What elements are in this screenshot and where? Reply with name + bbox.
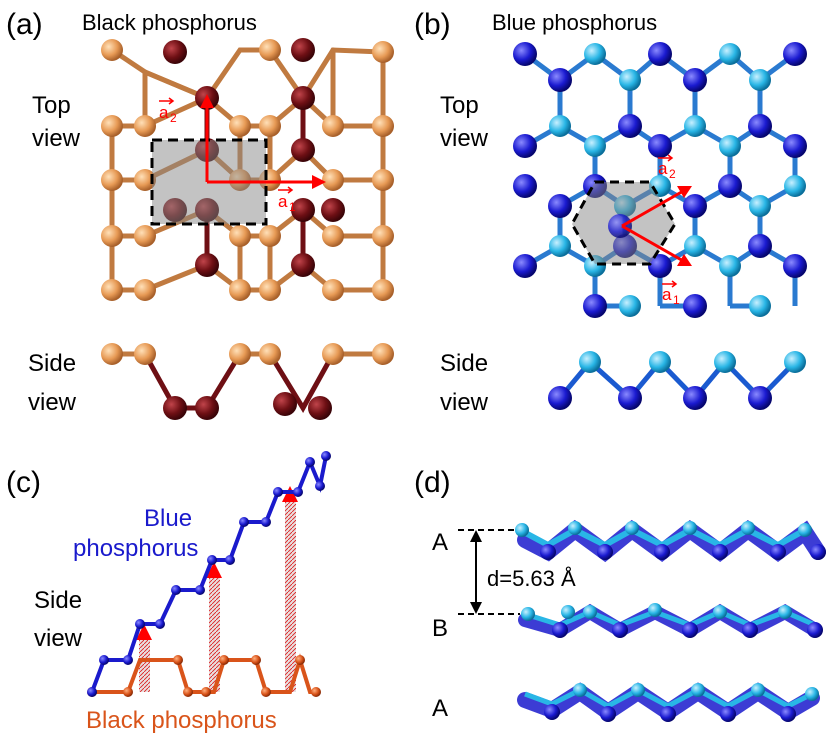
blue-p-label-2: phosphorus bbox=[73, 535, 198, 562]
panel-c-chains bbox=[87, 451, 331, 697]
panel-b-top-view-1: Top bbox=[440, 92, 479, 119]
a2-sub: 2 bbox=[170, 111, 177, 125]
b-a1-label: a bbox=[662, 285, 672, 304]
layer-label-b: B bbox=[432, 615, 448, 642]
layer-label-a-bottom: A bbox=[432, 695, 448, 722]
black-p-lattice-vectors bbox=[200, 94, 326, 189]
panel-a-top-view-2: view bbox=[32, 125, 81, 152]
a2-label: a bbox=[159, 103, 169, 122]
blue-p-label-1: Blue bbox=[144, 505, 192, 532]
shift-bar-2 bbox=[209, 574, 220, 692]
a1-sub: 1 bbox=[289, 200, 296, 214]
layer-label-a-top: A bbox=[432, 529, 448, 556]
blue-p-atoms-light bbox=[549, 43, 806, 317]
a1-label: a bbox=[278, 192, 288, 211]
black-p-label: Black phosphorus bbox=[86, 707, 277, 734]
b-a2-sub: 2 bbox=[669, 167, 676, 181]
interlayer-spacing: d=5.63 Å bbox=[487, 566, 576, 591]
b-a1-sub: 1 bbox=[673, 293, 680, 307]
panel-d-label: (d) bbox=[414, 466, 451, 499]
panel-c-side-view-1: Side bbox=[34, 587, 82, 614]
blue-p-top-lattice: a 2 a 1 bbox=[513, 42, 807, 318]
panel-a-side-view-2: view bbox=[28, 389, 77, 416]
layer-b bbox=[518, 603, 823, 639]
panel-b-label: (b) bbox=[414, 8, 451, 41]
panel-b-top-view-2: view bbox=[440, 125, 489, 152]
shift-bar-1 bbox=[139, 636, 150, 692]
panel-b-side-view-2: view bbox=[440, 389, 489, 416]
panel-c-side-view-2: view bbox=[34, 625, 83, 652]
black-p-atoms-light bbox=[101, 39, 394, 301]
panel-a-top-view-1: Top bbox=[32, 92, 71, 119]
black-p-top-lattice: a 1 a 2 bbox=[101, 38, 394, 301]
blue-p-atoms-dark bbox=[513, 42, 807, 318]
shift-bar-3 bbox=[285, 498, 296, 692]
layer-a-top bbox=[515, 519, 826, 563]
panel-b-title: Blue phosphorus bbox=[492, 10, 657, 35]
blue-p-side-view bbox=[548, 351, 806, 410]
blue-p-lattice-vectors bbox=[621, 186, 692, 266]
b-a2-label: a bbox=[658, 159, 668, 178]
panel-a-title: Black phosphorus bbox=[82, 10, 257, 35]
panel-b-side-view-1: Side bbox=[440, 350, 488, 377]
panel-a-side-view-1: Side bbox=[28, 350, 76, 377]
black-p-side-view bbox=[101, 343, 394, 420]
panel-d-stacking bbox=[458, 519, 826, 722]
panel-a-label: (a) bbox=[6, 8, 43, 41]
layer-a-bottom bbox=[517, 682, 820, 722]
panel-c-label: (c) bbox=[6, 466, 41, 499]
